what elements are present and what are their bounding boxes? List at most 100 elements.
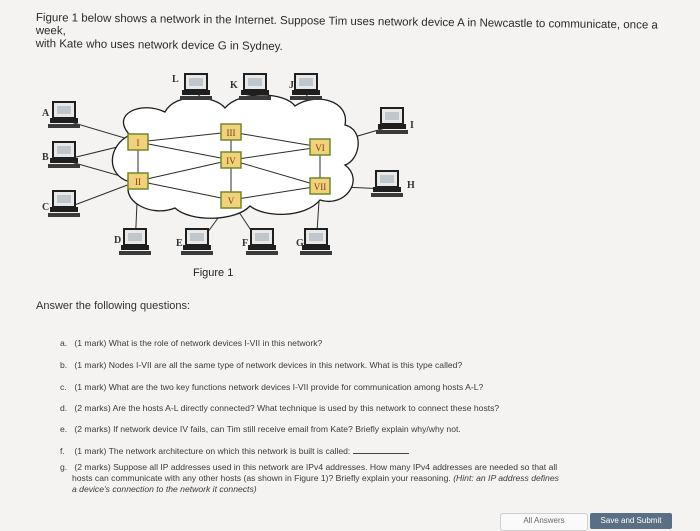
question-text: (1 mark) What are the two key functions … — [74, 382, 484, 392]
host-label: D — [114, 235, 121, 246]
base — [373, 187, 401, 192]
keyboard — [290, 96, 322, 100]
base — [248, 245, 276, 250]
host-label: E — [176, 238, 183, 249]
base — [182, 90, 210, 95]
router-label: I — [137, 138, 140, 148]
router-box — [127, 133, 149, 151]
keyboard — [48, 213, 80, 217]
screen — [299, 78, 313, 86]
core-link — [230, 131, 321, 148]
host-d: D — [114, 228, 151, 255]
router-box — [309, 138, 331, 156]
host-label: K — [230, 80, 238, 91]
keyboard — [119, 251, 151, 255]
question-c: c. (1 mark) What are the two key functio… — [60, 382, 483, 392]
core-link — [230, 159, 321, 187]
base — [50, 118, 78, 123]
router-label: VI — [315, 143, 325, 153]
question-letter: f. — [60, 446, 65, 456]
question-text: (1 mark) Nodes I-VII are all the same ty… — [74, 360, 463, 370]
question-text: (1 mark) The network architecture on whi… — [74, 446, 351, 456]
screen — [385, 112, 399, 120]
keyboard — [181, 251, 213, 255]
host-e: E — [176, 228, 213, 255]
router-label: VII — [314, 182, 327, 192]
router-v: V — [220, 191, 242, 209]
host-label: H — [407, 180, 415, 191]
core-link — [137, 131, 232, 143]
question-text: (2 marks) Are the hosts A-L directly con… — [74, 403, 500, 413]
question-text-line-3: a device's connection to the network it … — [72, 484, 257, 494]
save-and-submit-button[interactable]: Save and Submit — [590, 513, 672, 529]
host-a: A — [42, 101, 80, 128]
core-link — [137, 141, 232, 161]
host-label: A — [42, 108, 50, 119]
question-text: (2 marks) If network device IV fails, ca… — [74, 424, 461, 434]
question-letter: a. — [60, 338, 68, 348]
host-label: J — [289, 80, 294, 91]
question-b: b. (1 mark) Nodes I-VII are all the same… — [60, 360, 462, 370]
router-iv: IV — [220, 151, 242, 169]
all-answers-button[interactable]: All Answers — [500, 513, 588, 531]
answer-blank[interactable] — [352, 445, 409, 454]
core-link — [137, 159, 232, 182]
question-letter: b. — [60, 360, 68, 370]
base — [378, 124, 406, 129]
base — [183, 245, 211, 250]
host-label: G — [296, 238, 304, 249]
host-label: I — [410, 120, 414, 131]
question-text-line-1: (2 marks) Suppose all IP addresses used … — [74, 462, 558, 472]
host-b: B — [42, 141, 80, 168]
core-link — [230, 185, 321, 201]
question-a: a. (1 mark) What is the role of network … — [60, 338, 322, 348]
router-label: II — [135, 177, 141, 187]
core-link — [230, 146, 321, 161]
instructions-text: Answer the following questions: — [36, 300, 191, 312]
screen — [190, 233, 204, 241]
core-link — [137, 180, 232, 201]
host-f: F — [242, 228, 278, 255]
screen — [248, 78, 262, 86]
host-label: B — [42, 152, 49, 163]
screen — [57, 146, 71, 154]
host-g: G — [296, 228, 332, 255]
base — [50, 158, 78, 163]
screen — [309, 233, 323, 241]
question-text-line-2: hosts can communicate with any other hos… — [72, 473, 451, 483]
host-link — [63, 180, 139, 210]
question-letter: g. — [60, 462, 68, 472]
router-box — [220, 191, 242, 209]
base — [241, 90, 269, 95]
host-h: H — [371, 170, 415, 197]
keyboard — [376, 130, 408, 134]
question-e: e. (2 marks) If network device IV fails,… — [60, 424, 461, 434]
question-text: (1 mark) What is the role of network dev… — [74, 338, 323, 348]
router-label: IV — [226, 156, 236, 166]
question-letter: d. — [60, 403, 68, 413]
router-i: I — [127, 133, 149, 151]
router-label: V — [228, 196, 235, 206]
base — [50, 207, 78, 212]
screen — [380, 175, 394, 183]
base — [302, 245, 330, 250]
screen — [189, 78, 203, 86]
keyboard — [180, 96, 212, 100]
host-label: F — [242, 238, 248, 249]
question-letter: c. — [60, 382, 67, 392]
host-c: C — [42, 190, 80, 217]
router-box — [220, 151, 242, 169]
base — [121, 245, 149, 250]
keyboard — [246, 251, 278, 255]
question-d: d. (2 marks) Are the hosts A-L directly … — [60, 403, 499, 413]
question-letter: e. — [60, 424, 68, 434]
router-label: III — [227, 128, 236, 138]
host-label: C — [42, 202, 49, 213]
figure-caption: Figure 1 — [193, 267, 234, 279]
keyboard — [371, 193, 403, 197]
question-g: g. (2 marks) Suppose all IP addresses us… — [60, 462, 559, 495]
host-j: J — [289, 73, 322, 100]
